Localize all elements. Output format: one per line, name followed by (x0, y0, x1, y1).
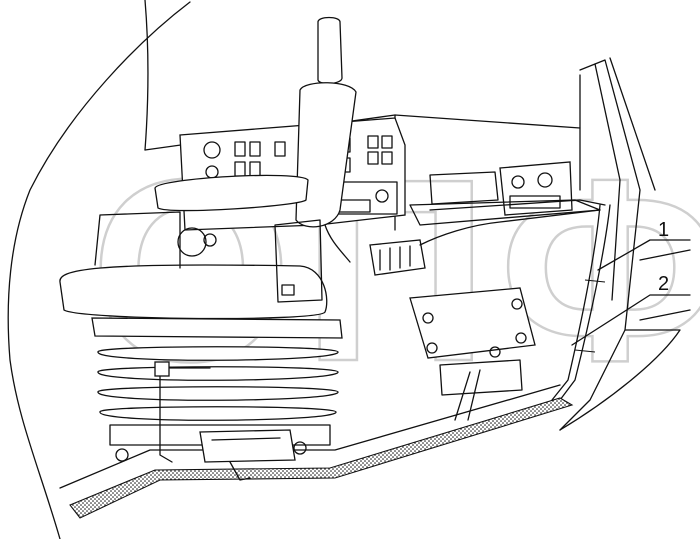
bellows-2 (97, 366, 339, 381)
cable-1 (559, 204, 611, 401)
armrest (154, 174, 309, 212)
elec-screw-5 (489, 346, 501, 358)
suspension-base (109, 424, 331, 446)
elec-screw-3 (426, 342, 438, 354)
seat-floor-mount (115, 429, 307, 481)
harness-main (324, 209, 601, 263)
pillar-right-edge (609, 57, 656, 191)
control-box-body (499, 161, 573, 216)
switch-10 (381, 135, 393, 149)
cable-3 (429, 199, 606, 211)
leader-2 (571, 294, 691, 346)
callouts: 1 2 (571, 219, 691, 346)
switch-9 (367, 151, 379, 165)
switch-11 (381, 151, 393, 165)
cab-inner-curve (144, 0, 149, 151)
switch-1 (234, 141, 246, 157)
switch-2 (249, 141, 261, 157)
seat-suspension (91, 317, 343, 463)
elec-box-body (409, 287, 536, 359)
mount-bolt (293, 441, 307, 455)
seat-backrest (295, 82, 357, 228)
bellows-3 (97, 386, 339, 401)
cable-2 (551, 204, 601, 401)
connector-housing (369, 239, 426, 276)
gauge-3 (375, 189, 389, 203)
cable-runs (429, 199, 611, 401)
mount-bolt-left (115, 448, 129, 462)
pillar-right-outer (559, 59, 641, 431)
control-dial (537, 172, 553, 188)
seat-cushion (59, 264, 328, 320)
electrical-box (409, 287, 536, 421)
leader-1 (597, 239, 691, 271)
seat-knob (177, 227, 207, 257)
elec-screw-2 (511, 298, 523, 310)
operator-seat (59, 16, 357, 320)
seat-bracket (274, 219, 323, 303)
connector-pins (379, 245, 411, 271)
bracket-bolt (281, 284, 295, 296)
connector-block (324, 209, 601, 276)
panel-body (179, 117, 406, 231)
floor-strip (69, 397, 574, 519)
bellows-1 (97, 346, 339, 361)
bellows-4 (99, 406, 337, 421)
cab-outer-curve (7, 1, 191, 539)
mount-rail (199, 429, 296, 463)
callout-1: 1 (658, 219, 669, 241)
elec-screw-4 (515, 332, 527, 344)
suspension-top-plate (91, 317, 343, 339)
switch-5 (274, 141, 286, 157)
seat-knob-small (203, 233, 217, 247)
right-panel-lower (559, 249, 691, 431)
cable-clip-1 (574, 279, 606, 353)
console-slot (429, 171, 499, 205)
headrest (317, 16, 343, 85)
elec-screw-1 (422, 312, 434, 324)
callout-2: 2 (658, 273, 669, 295)
mount-details (211, 437, 281, 481)
gauge-1 (203, 141, 221, 159)
control-knob (511, 175, 525, 189)
lever-handle (154, 361, 170, 377)
left-instrument-panel (179, 117, 406, 231)
lever-rod (159, 367, 211, 463)
switch-8 (367, 135, 379, 149)
